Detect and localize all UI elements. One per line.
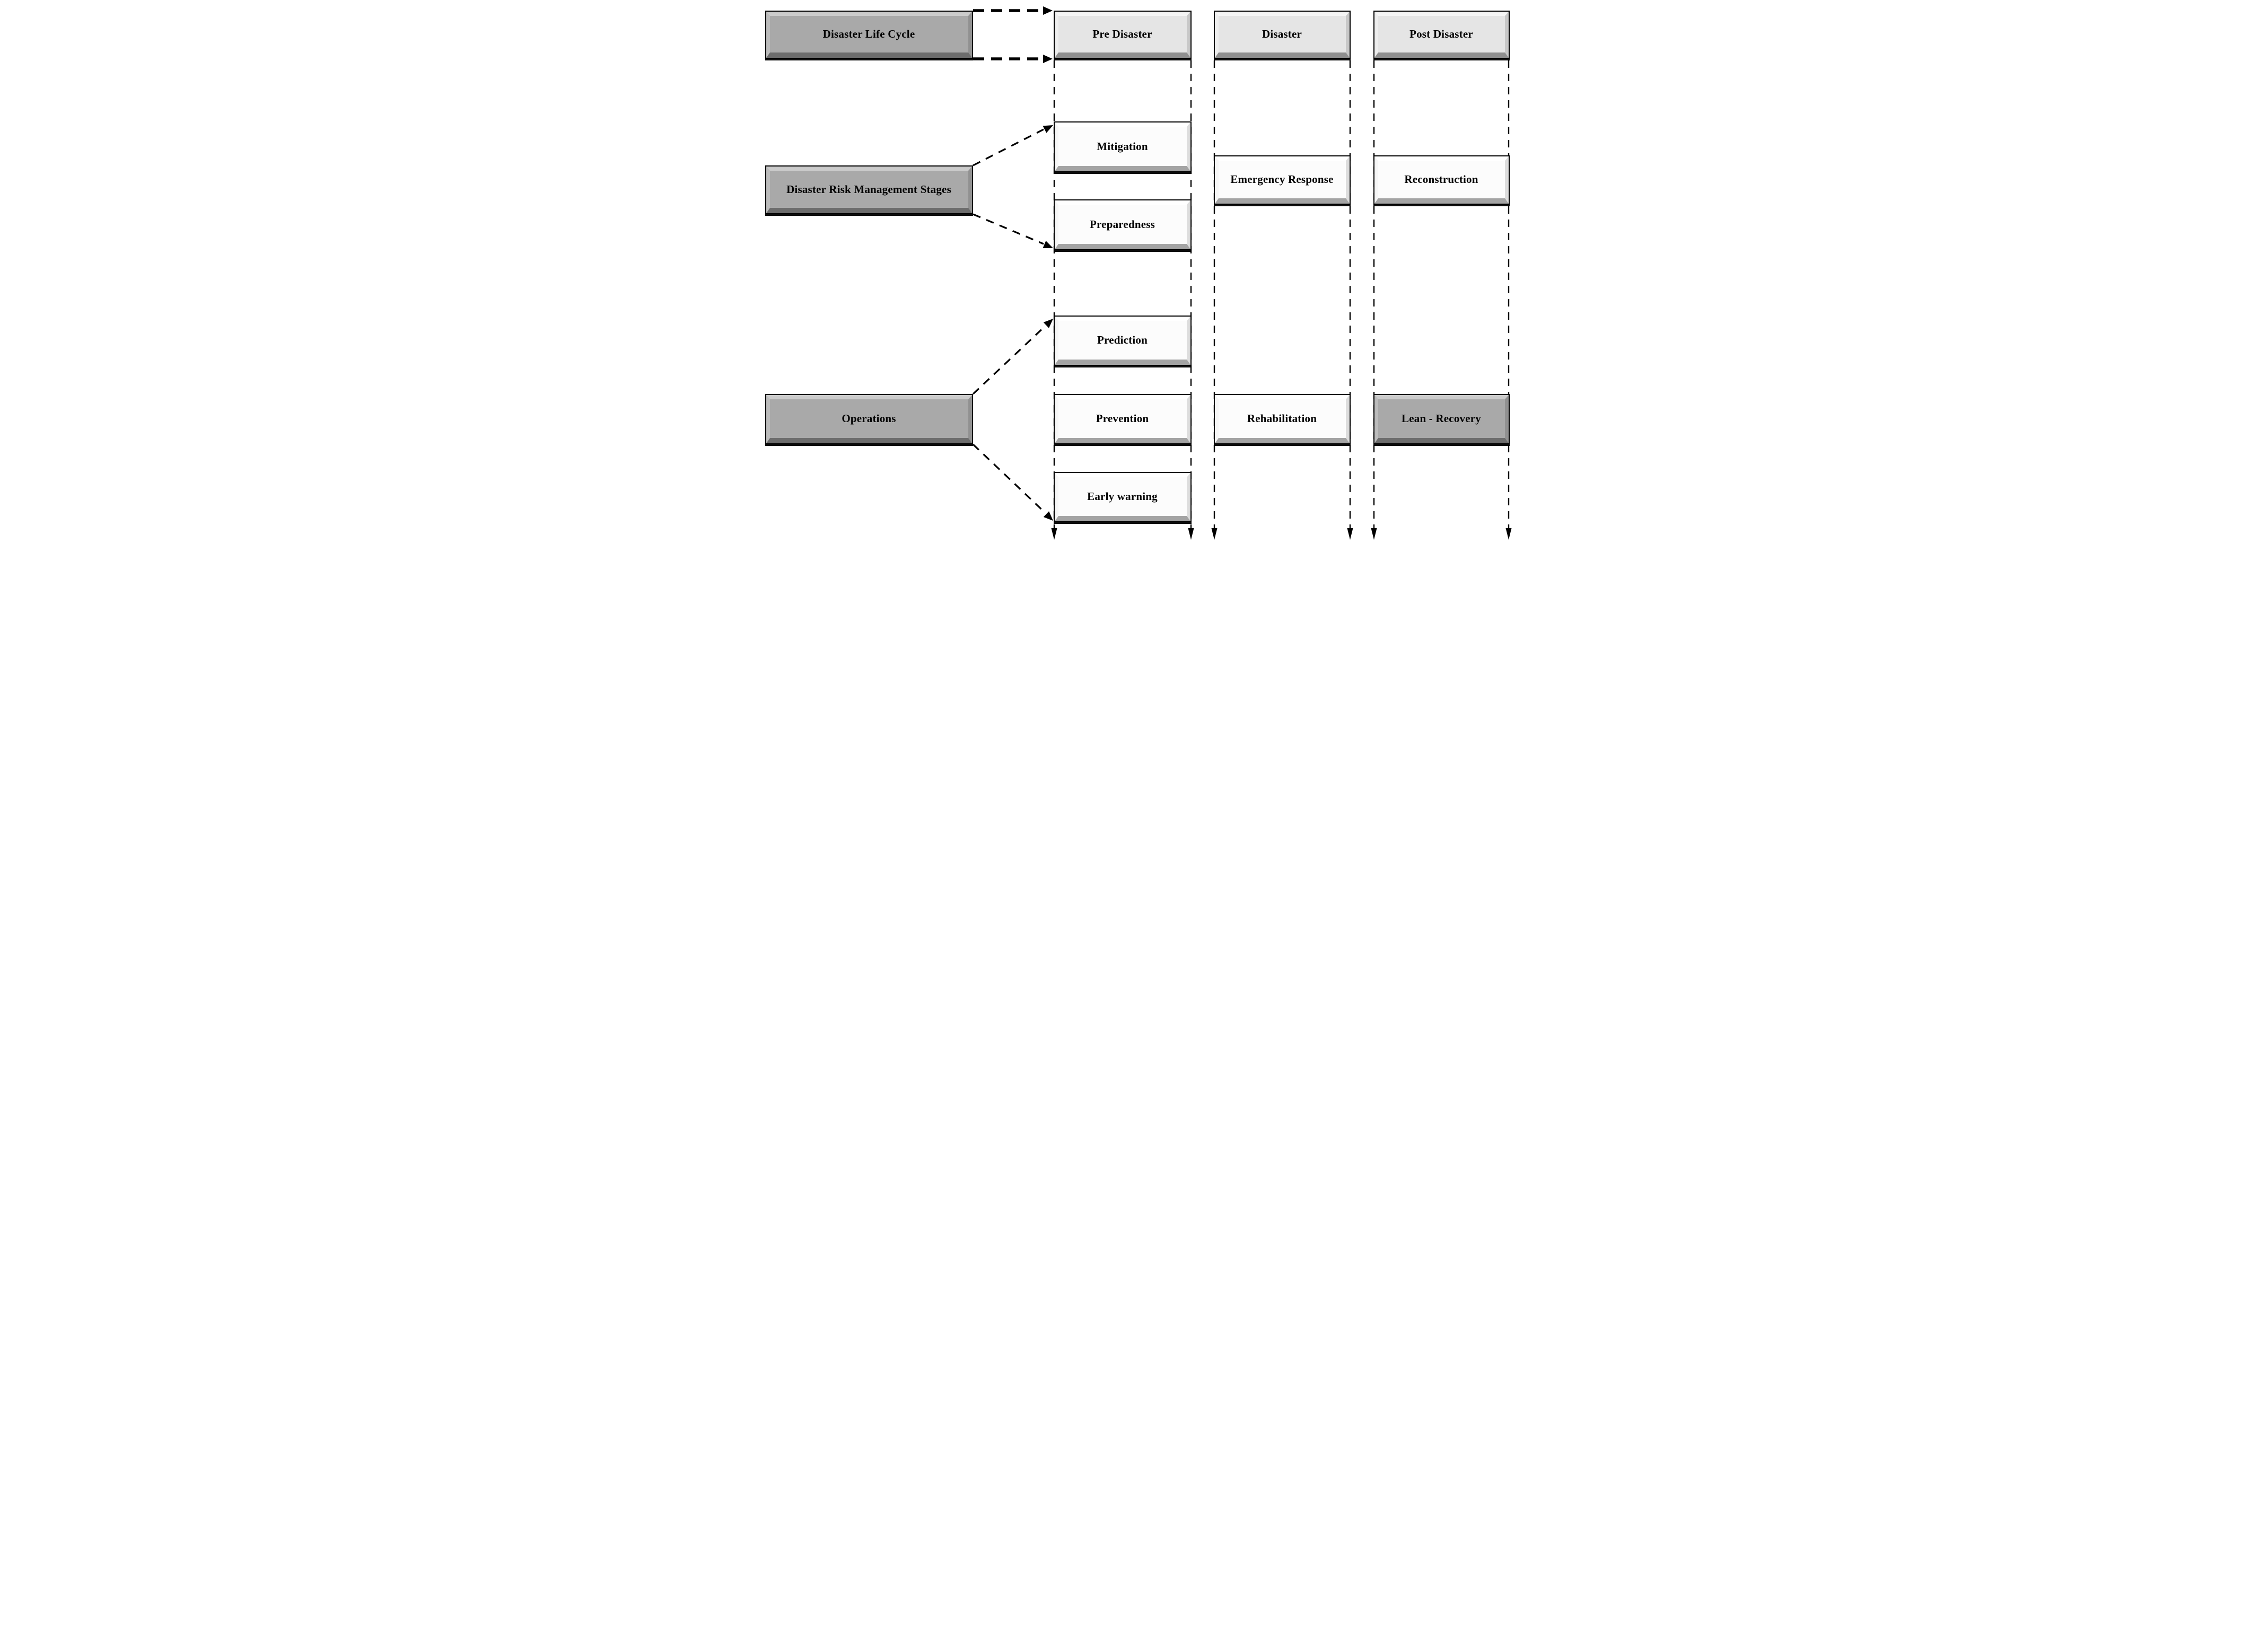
arrowhead-icon bbox=[1043, 241, 1053, 248]
arrow-drm-to-preparedness bbox=[972, 213, 1044, 245]
box-disaster-life-cycle: Disaster Life Cycle bbox=[765, 11, 973, 59]
lean-recovery-label: Lean - Recovery bbox=[1402, 412, 1481, 425]
down-arrowhead-icon bbox=[1188, 528, 1194, 540]
box-disaster: Disaster bbox=[1213, 11, 1351, 59]
reconstruction-label: Reconstruction bbox=[1404, 173, 1478, 186]
box-prevention: Prevention bbox=[1053, 394, 1192, 444]
box-mitigation: Mitigation bbox=[1053, 121, 1192, 172]
box-rehabilitation: Rehabilitation bbox=[1213, 394, 1351, 444]
down-arrowhead-icon bbox=[1347, 528, 1353, 540]
emergency-response-label: Emergency Response bbox=[1230, 173, 1334, 186]
box-early-warning: Early warning bbox=[1053, 472, 1192, 522]
box-drm-stages: Disaster Risk Management Stages bbox=[765, 165, 973, 214]
drm-stages-label: Disaster Risk Management Stages bbox=[786, 182, 951, 196]
box-post-disaster: Post Disaster bbox=[1373, 11, 1510, 59]
arrow-operations-to-prediction bbox=[972, 325, 1046, 395]
box-pre-disaster: Pre Disaster bbox=[1053, 11, 1192, 59]
operations-label: Operations bbox=[842, 412, 896, 425]
down-arrowhead-icon bbox=[1051, 528, 1057, 540]
down-arrowhead-icon bbox=[1505, 528, 1511, 540]
arrowhead-icon bbox=[1043, 511, 1053, 521]
down-arrowhead-icon bbox=[1371, 528, 1377, 540]
prediction-label: Prediction bbox=[1097, 334, 1148, 346]
box-prediction: Prediction bbox=[1053, 316, 1192, 366]
arrow-operations-to-early-warning bbox=[972, 443, 1046, 514]
pre-disaster-label: Pre Disaster bbox=[1092, 28, 1152, 40]
diagram-canvas: Disaster Life Cycle Disaster Risk Manage… bbox=[756, 0, 1512, 543]
disaster-label: Disaster bbox=[1262, 28, 1302, 40]
rehabilitation-label: Rehabilitation bbox=[1247, 412, 1317, 425]
early-warning-label: Early warning bbox=[1087, 490, 1158, 503]
arrowhead-icon bbox=[1043, 319, 1053, 328]
box-reconstruction: Reconstruction bbox=[1373, 155, 1510, 205]
box-preparedness: Preparedness bbox=[1053, 199, 1192, 250]
right-arrowhead-icon bbox=[1043, 55, 1053, 63]
disaster-life-cycle-label: Disaster Life Cycle bbox=[822, 28, 915, 40]
box-lean-recovery: Lean - Recovery bbox=[1373, 394, 1510, 444]
right-arrowhead-icon bbox=[1043, 6, 1053, 15]
connector-layer bbox=[972, 6, 1511, 540]
mitigation-label: Mitigation bbox=[1097, 139, 1148, 153]
arrow-drm-to-mitigation bbox=[972, 128, 1044, 167]
box-emergency-response: Emergency Response bbox=[1213, 155, 1351, 205]
preparedness-label: Preparedness bbox=[1090, 217, 1155, 231]
arrowhead-icon bbox=[1043, 125, 1053, 133]
post-disaster-label: Post Disaster bbox=[1409, 28, 1473, 40]
prevention-label: Prevention bbox=[1096, 412, 1149, 425]
down-arrowhead-icon bbox=[1211, 528, 1217, 540]
box-operations: Operations bbox=[765, 394, 973, 444]
